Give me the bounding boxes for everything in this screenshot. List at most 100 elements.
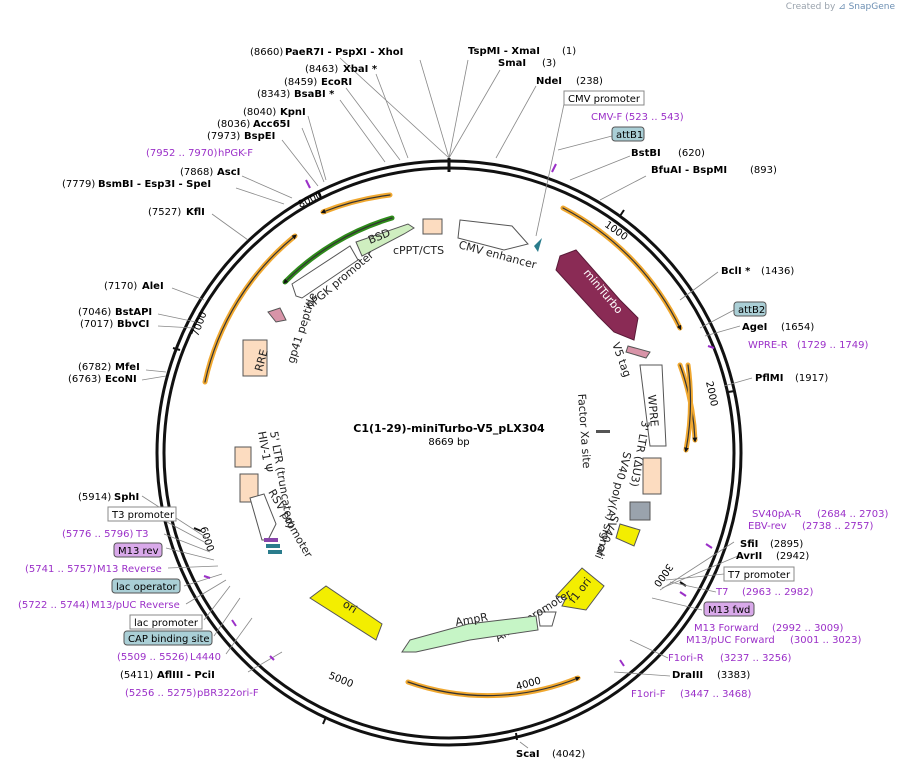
mcs-mark-1 xyxy=(264,538,278,542)
hiv-psi-shape xyxy=(239,473,259,503)
factorxa-shape xyxy=(596,430,610,433)
asci-pos: (7868) xyxy=(180,167,213,178)
xbai-pos: (8463) xyxy=(305,64,338,75)
ltr5-shape xyxy=(234,446,252,468)
m13pucrev-pos: (5722 .. 5744) xyxy=(18,600,90,611)
primer-labels: (7952 .. 7970) hPGK-F CMV-F (523 .. 543)… xyxy=(18,112,889,700)
sv40ori-shape xyxy=(615,523,641,547)
bstbi-pos: (620) xyxy=(678,148,705,159)
sv40par-name: SV40pA-R xyxy=(752,509,801,520)
pflmi-name: PflMI xyxy=(755,373,783,384)
sphi-pos: (5914) xyxy=(78,492,111,503)
cap-site-box xyxy=(123,630,213,646)
tick-1000-mark xyxy=(619,209,625,217)
bsd-arc-line xyxy=(283,217,393,284)
ori-shape xyxy=(309,585,383,641)
acc65i-name: Acc65I xyxy=(253,119,290,130)
kfli-pos: (7527) xyxy=(148,207,181,218)
m13-fwd-box xyxy=(703,601,755,617)
agei-pos: (1654) xyxy=(781,322,814,333)
tick-2000: 2000 xyxy=(703,380,719,407)
cmv-promoter-boxtext: CMV promoter xyxy=(568,94,641,105)
sv40par-pos: (2684 .. 2703) xyxy=(817,509,889,520)
wpre-shape xyxy=(639,364,667,447)
bbvci-pos: (7017) xyxy=(80,319,113,330)
rre-shape xyxy=(242,339,268,377)
rre-label: RRE xyxy=(252,348,270,373)
lac-operator-box xyxy=(111,578,181,594)
scai-pos: (4042) xyxy=(552,749,585,760)
bbvci-name: BbvCI xyxy=(117,319,149,330)
ndei-name: NdeI xyxy=(536,76,562,87)
wprer-name: WPRE-R xyxy=(748,340,788,351)
bstbi-name: BstBI xyxy=(631,148,661,159)
plasmid-name: C1(1-29)-miniTurbo-V5_pLX304 xyxy=(353,422,545,435)
cmv-promoter-shape xyxy=(534,238,542,252)
snapgene-credit: Created by ⊿ SnapGene xyxy=(786,2,895,12)
f1orif-name: F1ori-F xyxy=(631,689,666,700)
bsabi-pos: (8343) xyxy=(257,89,290,100)
bspei-name: BspEI xyxy=(244,131,275,142)
l4440-name: L4440 xyxy=(190,652,221,663)
tick-8000: 8000 xyxy=(297,190,325,211)
sfii-name: SfiI xyxy=(740,539,758,550)
alei-pos: (7170) xyxy=(104,281,137,292)
hpgkf-name: hPGK-F xyxy=(218,148,253,159)
kfli-name: KflI xyxy=(186,207,205,218)
paer7i-pos: (8660) xyxy=(250,47,283,58)
acc65i-pos: (8036) xyxy=(217,119,250,130)
attb1-box xyxy=(611,126,645,142)
l4440-pos: (5509 .. 5526) xyxy=(117,652,189,663)
tspmi-name: TspMI - XmaI xyxy=(468,46,540,57)
econi-name: EcoNI xyxy=(105,374,137,385)
smai-name: SmaI xyxy=(498,58,526,69)
enzyme-labels: (8660) PaeR7I - PspXI - XhoI TspMI - Xma… xyxy=(62,46,828,760)
m13-fwd-boxtext: M13 fwd xyxy=(708,605,750,616)
sv40pa-shape xyxy=(629,501,651,521)
mfei-pos: (6782) xyxy=(78,362,111,373)
bsmbi-name: BsmBI - Esp3I - SpeI xyxy=(98,179,211,190)
credit-brand: SnapGene xyxy=(848,2,895,12)
afliii-name: AflIII - PciI xyxy=(157,670,215,681)
orf-arcs xyxy=(202,192,698,699)
orf-arc-4-line xyxy=(407,676,581,697)
cmvf-pos: (523 .. 543) xyxy=(625,112,684,123)
draiii-name: DraIII xyxy=(672,670,703,681)
cppt-shape xyxy=(422,218,443,235)
t7-promoter-box xyxy=(723,566,795,582)
bsd-shape xyxy=(355,223,415,257)
bfuai-name: BfuAI - BspMI xyxy=(651,165,727,176)
f1orif-pos: (3447 .. 3468) xyxy=(680,689,752,700)
m13rev-name: M13 Reverse xyxy=(97,564,162,575)
attb2-boxtext: attB2 xyxy=(738,305,765,316)
m13pucfwd-name: M13/pUC Forward xyxy=(686,635,775,646)
gp41-shape xyxy=(267,307,287,323)
avrii-pos: (2942) xyxy=(776,551,809,562)
f1orir-pos: (3237 .. 3256) xyxy=(720,653,792,664)
bspei-pos: (7973) xyxy=(207,131,240,142)
tick-4000-mark xyxy=(515,732,518,741)
smai-pos: (3) xyxy=(542,58,556,69)
t7-pos: (2963 .. 2982) xyxy=(742,587,814,598)
agei-name: AgeI xyxy=(742,322,767,333)
t3-promoter-boxtext: T3 promoter xyxy=(111,510,175,521)
wpre-label: WPRE xyxy=(645,394,661,427)
hpgkf-pos: (7952 .. 7970) xyxy=(146,148,218,159)
draiii-pos: (3383) xyxy=(717,670,750,681)
tick-8000-mark xyxy=(317,191,322,199)
tick-5000-mark xyxy=(322,716,327,725)
bstapi-pos: (7046) xyxy=(78,307,111,318)
m13fwd-pos: (2992 .. 3009) xyxy=(772,623,844,634)
ecori-name: EcoRI xyxy=(321,77,352,88)
cmvf-name: CMV-F xyxy=(591,112,622,123)
bcli-pos: (1436) xyxy=(761,266,794,277)
avrii-name: AvrII xyxy=(736,551,762,562)
attb2-box xyxy=(733,301,767,317)
mcs-mark-3 xyxy=(268,550,282,554)
econi-pos: (6763) xyxy=(68,374,101,385)
tick-7000-mark xyxy=(172,347,181,351)
plasmid-length: 8669 bp xyxy=(428,437,469,448)
alei-name: AleI xyxy=(142,281,164,292)
snapgene-logo: ⊿ SnapGene xyxy=(838,2,895,12)
afliii-pos: (5411) xyxy=(120,670,153,681)
